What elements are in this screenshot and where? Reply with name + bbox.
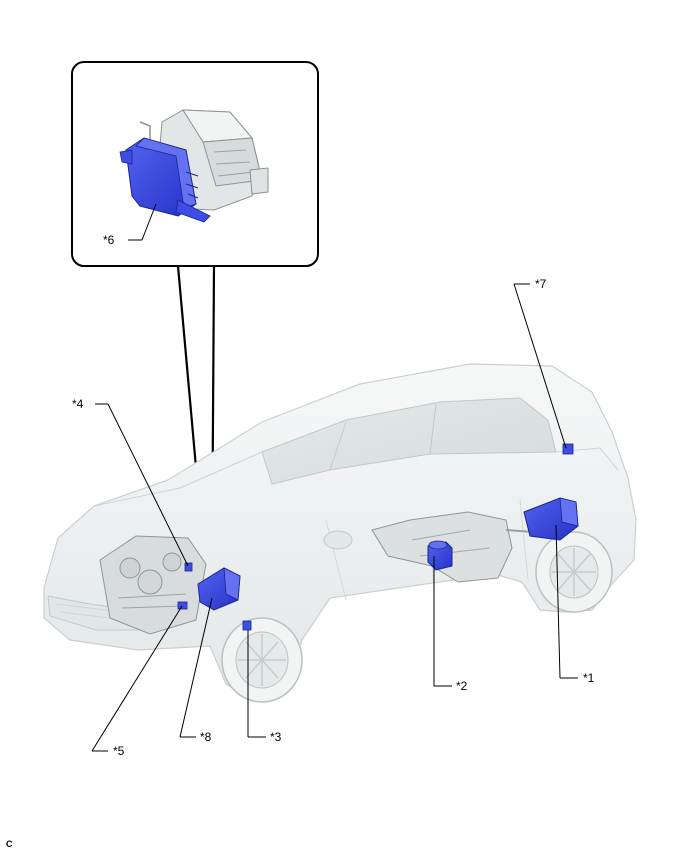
- callouts: *1 *2 *3 *4 *5 *7 *8: [72, 277, 595, 758]
- callout-label-4: *4: [72, 397, 84, 411]
- callout-label-7: *7: [535, 277, 547, 291]
- inset-ecu-highlight: [119, 137, 211, 223]
- leader-line-1: [555, 524, 561, 679]
- component-5-highlight: [177, 601, 188, 610]
- car-windows: [261, 397, 557, 485]
- leader-line-5: [91, 605, 183, 752]
- detail-inset: *6: [71, 61, 319, 267]
- callout-label-5: *5: [113, 744, 125, 758]
- callout-label-2: *2: [456, 679, 468, 693]
- component-8-highlight: [197, 567, 241, 611]
- leader-line-8: [179, 597, 213, 738]
- component-3-highlight: [242, 620, 252, 631]
- component-1-highlight: [523, 497, 579, 541]
- component-4-highlight: [184, 562, 193, 572]
- callout-label-6: *6: [103, 233, 115, 247]
- leader-line-4b: [107, 403, 189, 567]
- front-wheel: [221, 617, 303, 703]
- component-7-highlight: [562, 443, 574, 455]
- engine-bay: [99, 535, 207, 635]
- leader-line-6b: [141, 203, 157, 241]
- callout-label-8: *8: [200, 730, 212, 744]
- callout-label-3: *3: [270, 730, 282, 744]
- figure-code: C: [6, 839, 13, 849]
- component-2-highlight: [427, 540, 453, 571]
- vehicle-illustration: [43, 363, 637, 703]
- leader-line-7b: [513, 283, 567, 449]
- rear-wheel: [535, 531, 613, 613]
- callout-label-1: *1: [583, 671, 595, 685]
